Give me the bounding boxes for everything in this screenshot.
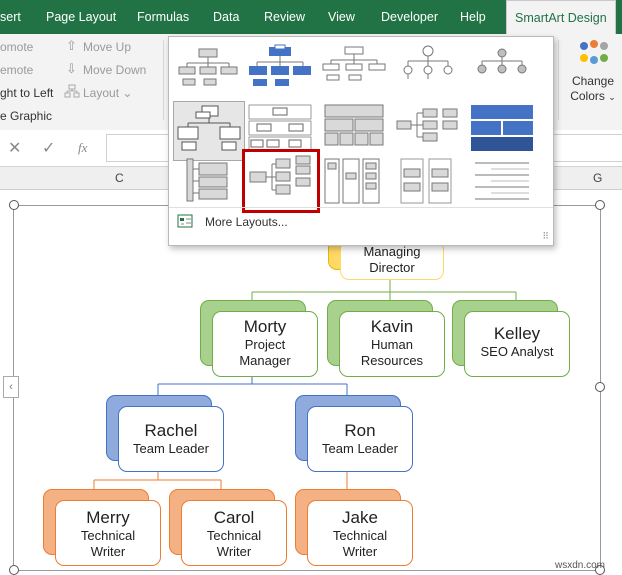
node-name: Morty — [243, 317, 287, 336]
cancel-icon[interactable]: ✕ — [8, 140, 22, 157]
move-down-button[interactable]: Move Down — [83, 63, 147, 77]
org-node-merry[interactable]: Merry Technical Writer — [55, 500, 161, 566]
ribbon-tab-bar: sert Page Layout Formulas Data Review Vi… — [0, 0, 622, 35]
org-node-ron[interactable]: Ron Team Leader — [307, 406, 413, 472]
layout-button[interactable]: Layout ⌄ — [83, 86, 133, 100]
layout-thumbnail-half-circle-org[interactable] — [319, 41, 389, 99]
color-palette-icon — [578, 40, 608, 70]
resize-handle[interactable] — [595, 382, 605, 392]
ribbon-separator — [558, 40, 559, 120]
change-colors-label: Change Colors — [570, 74, 615, 103]
layout-thumbnail-hierarchy-list[interactable] — [173, 155, 243, 213]
org-node-managing-director[interactable]: Managing Director — [340, 240, 444, 280]
layout-thumbnail-name-title-org[interactable] — [245, 41, 315, 99]
tab-formulas[interactable]: Formulas — [137, 10, 190, 24]
layout-tree-icon — [64, 84, 80, 101]
node-role: Resources — [360, 353, 424, 368]
tab-insert[interactable]: sert — [0, 10, 21, 24]
more-layouts-link[interactable]: More Layouts... — [205, 215, 288, 229]
node-role: Human — [371, 337, 413, 352]
promote-button[interactable]: omote — [0, 40, 34, 54]
right-to-left-button[interactable]: ght to Left — [0, 86, 54, 100]
demote-button[interactable]: emote — [0, 63, 34, 77]
more-layouts-icon — [177, 214, 193, 228]
layout-thumbnail-lined-list-2[interactable] — [467, 155, 537, 213]
arrow-up-icon: ⇧ — [66, 38, 77, 53]
tab-page-layout[interactable]: Page Layout — [46, 10, 117, 24]
tab-developer[interactable]: Developer — [381, 10, 438, 24]
tab-help[interactable]: Help — [460, 10, 486, 24]
node-role: Writer — [90, 544, 126, 559]
tab-smartart-design[interactable]: SmartArt Design — [506, 0, 616, 35]
node-role: Technical — [80, 528, 136, 543]
org-node-carol[interactable]: Carol Technical Writer — [181, 500, 287, 566]
watermark: wsxdn.com — [555, 560, 606, 571]
node-name: Kavin — [370, 317, 414, 336]
org-node-kelley[interactable]: Kelley SEO Analyst — [464, 311, 570, 377]
node-role: Technical — [332, 528, 388, 543]
resize-handle[interactable] — [9, 200, 19, 210]
gallery-separator — [169, 207, 553, 208]
node-role: Writer — [216, 544, 252, 559]
layout-thumbnail-selected-hierarchy[interactable] — [173, 101, 245, 161]
column-g-header[interactable]: G — [593, 171, 603, 185]
org-node-kavin[interactable]: Kavin Human Resources — [339, 311, 445, 377]
layout-thumbnail-architecture[interactable] — [467, 101, 537, 159]
layout-thumbnail-labeled-hierarchy[interactable] — [245, 101, 315, 159]
layout-thumbnail-table-hierarchy[interactable] — [319, 101, 389, 159]
layout-thumbnail-horizontal-hierarchy-highlighted[interactable] — [242, 149, 320, 213]
layout-thumbnail-circle-picture-hierarchy[interactable] — [393, 41, 463, 99]
function-icon[interactable]: fx — [78, 140, 88, 155]
ribbon-separator — [163, 40, 164, 120]
layout-thumbnail-hierarchy[interactable] — [467, 41, 537, 99]
org-node-morty[interactable]: Morty Project Manager — [212, 311, 318, 377]
node-name: Carol — [213, 508, 255, 527]
node-role: Writer — [342, 544, 378, 559]
node-name: Kelley — [493, 324, 541, 343]
arrow-down-icon: ⇩ — [66, 61, 77, 76]
text-pane-expander[interactable]: ‹ — [3, 376, 19, 398]
change-colors-button[interactable]: Change Colors ⌄ — [566, 40, 620, 105]
node-name: Ron — [344, 421, 376, 440]
node-role: Project — [244, 337, 286, 352]
node-name: Managing — [363, 244, 421, 259]
node-role: Team Leader — [322, 441, 398, 456]
tab-view[interactable]: View — [328, 10, 355, 24]
node-role: Team Leader — [133, 441, 209, 456]
column-c-header[interactable]: C — [115, 171, 124, 185]
node-name: Rachel — [144, 421, 198, 440]
node-name: Merry — [86, 508, 130, 527]
create-graphic-group-label: e Graphic — [0, 109, 53, 123]
node-role: Manager — [239, 353, 291, 368]
node-role: Director — [369, 260, 415, 275]
org-node-rachel[interactable]: Rachel Team Leader — [118, 406, 224, 472]
node-role: SEO Analyst — [480, 344, 554, 359]
enter-icon[interactable]: ✓ — [42, 140, 56, 157]
tab-review[interactable]: Review — [264, 10, 305, 24]
node-role: Technical — [206, 528, 262, 543]
layout-thumbnail-lined-list[interactable] — [393, 155, 463, 213]
layout-thumbnail-horizontal-org[interactable] — [393, 101, 463, 159]
resize-grip-icon[interactable]: ⠿ — [542, 231, 549, 241]
resize-handle[interactable] — [595, 200, 605, 210]
layout-thumbnail-org-chart[interactable] — [173, 41, 243, 99]
move-up-button[interactable]: Move Up — [83, 40, 132, 54]
org-node-jake[interactable]: Jake Technical Writer — [307, 500, 413, 566]
layout-thumbnail-vertical-hierarchy[interactable] — [319, 155, 389, 213]
layout-gallery: More Layouts... ⠿ — [168, 36, 554, 246]
tab-data[interactable]: Data — [213, 10, 240, 24]
node-name: Jake — [342, 508, 378, 527]
